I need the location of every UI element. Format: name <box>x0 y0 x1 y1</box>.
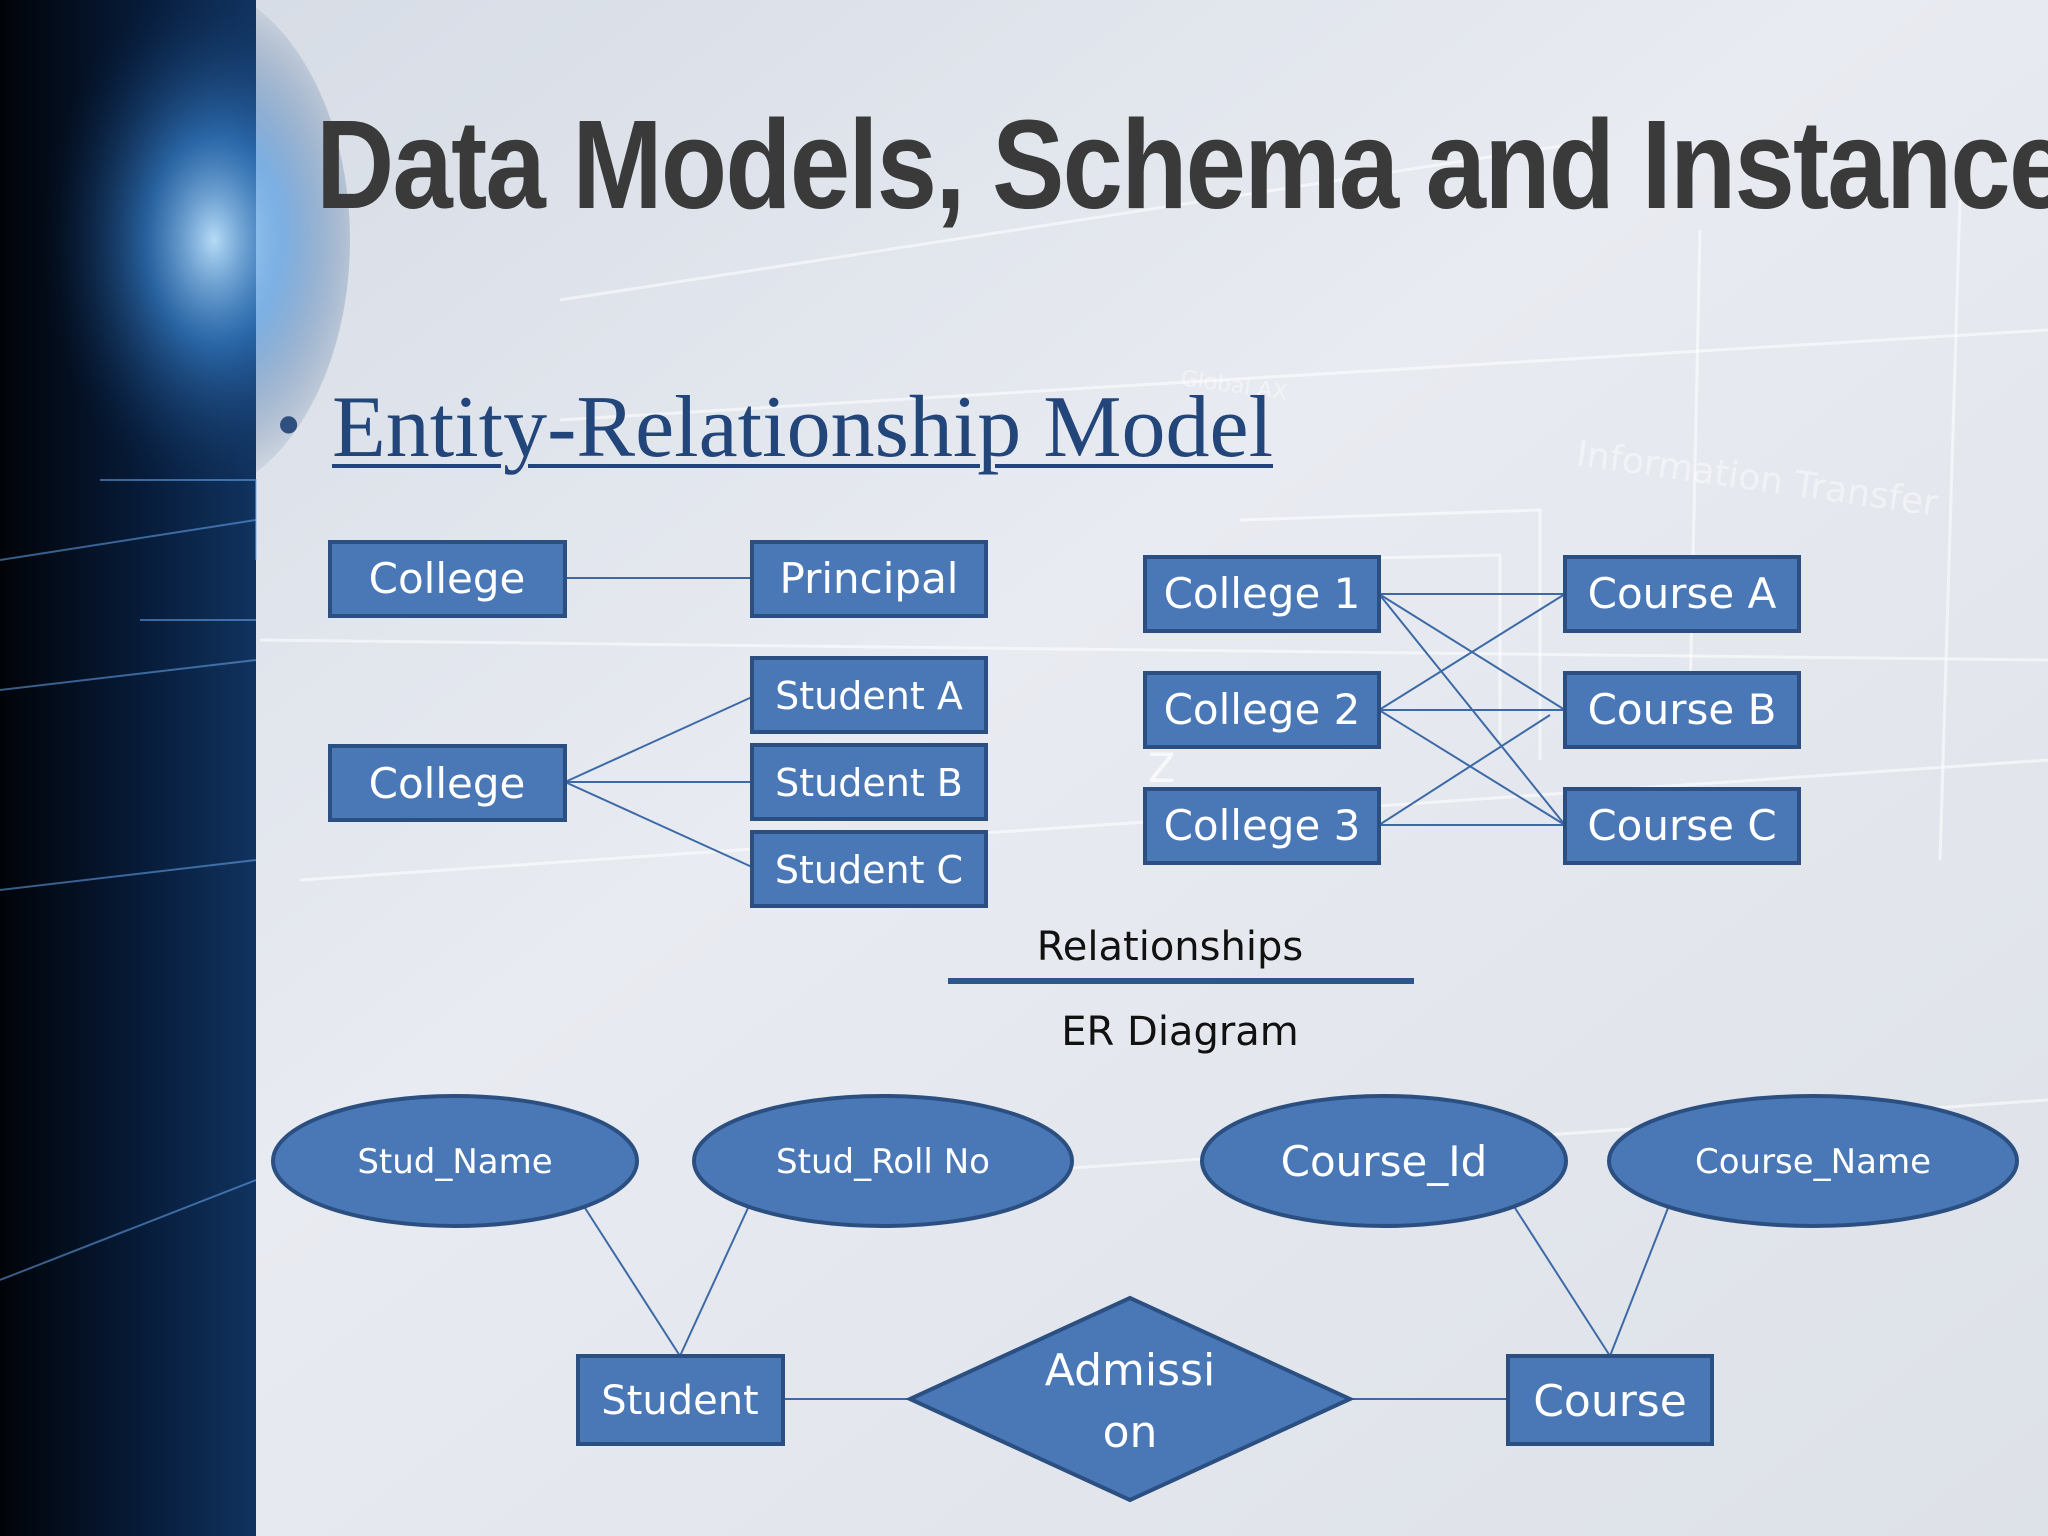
entity-label: College 1 <box>1164 569 1361 618</box>
attribute-label: Stud_Name <box>357 1142 552 1182</box>
attribute-stud-name: Stud_Name <box>271 1094 639 1228</box>
slide-title: Data Models, Schema and Instances <box>316 94 2048 235</box>
entity-label: Student <box>601 1378 758 1424</box>
entity-label: Principal <box>780 554 959 603</box>
entity-label: Course A <box>1588 569 1777 618</box>
entity-label: Student B <box>775 761 963 805</box>
caption-er-diagram: ER Diagram <box>1061 1009 1299 1055</box>
attribute-label: Stud_Roll No <box>776 1142 990 1182</box>
connector-c2-ca <box>1378 593 1566 711</box>
connector-college-student-c <box>564 781 753 868</box>
relationship-label-line-1: Admissi <box>1045 1345 1215 1396</box>
attribute-stud-roll-no: Stud_Roll No <box>692 1094 1074 1228</box>
entity-student-c: Student C <box>750 830 988 908</box>
er-model-link[interactable]: Entity-Relationship Model <box>332 379 1274 476</box>
stray-mark: Z <box>1148 746 1175 792</box>
attribute-label: Course_Id <box>1281 1137 1488 1186</box>
entity-label: Course B <box>1588 685 1777 734</box>
attribute-course-name: Course_Name <box>1607 1094 2019 1228</box>
entity-course: Course <box>1506 1354 1714 1446</box>
entity-college-1: College 1 <box>1143 555 1381 633</box>
attribute-course-id: Course_Id <box>1200 1094 1568 1228</box>
entity-course-a: Course A <box>1563 555 1801 633</box>
entity-principal: Principal <box>750 540 988 618</box>
connector-coursename-course <box>1609 1207 1669 1357</box>
entity-label: Student C <box>775 848 963 892</box>
entity-label: Student A <box>775 674 963 718</box>
caption-relationships: Relationships <box>1037 924 1303 970</box>
entity-student-b: Student B <box>750 743 988 821</box>
connector-studroll-student <box>679 1207 749 1357</box>
entity-label: College 2 <box>1164 685 1361 734</box>
entity-course-c: Course C <box>1563 787 1801 865</box>
entity-college-3: College 3 <box>1143 787 1381 865</box>
entity-label: College 3 <box>1164 801 1361 850</box>
entity-course-b: Course B <box>1563 671 1801 749</box>
connector-courseid-course <box>1514 1207 1611 1357</box>
connector-c3-cb <box>1378 714 1551 826</box>
entity-college-2: College 2 <box>1143 671 1381 749</box>
attribute-label: Course_Name <box>1695 1142 1931 1182</box>
entity-student: Student <box>576 1354 785 1446</box>
entity-college-1toN: College <box>328 744 567 822</box>
entity-label: Course <box>1533 1376 1687 1427</box>
relationship-label-line-2: on <box>1103 1407 1158 1458</box>
entity-label: College <box>369 759 526 808</box>
bullet-dot: • <box>276 385 302 465</box>
connector-college-student-a <box>564 696 753 783</box>
connector-studname-student <box>584 1207 681 1357</box>
entity-student-a: Student A <box>750 656 988 734</box>
connector-c2-cc <box>1378 709 1566 826</box>
entity-college-1to1: College <box>328 540 567 618</box>
relationship-admission: Admissi on <box>905 1295 1355 1503</box>
entity-label: College <box>369 554 526 603</box>
entity-label: Course C <box>1587 801 1776 850</box>
